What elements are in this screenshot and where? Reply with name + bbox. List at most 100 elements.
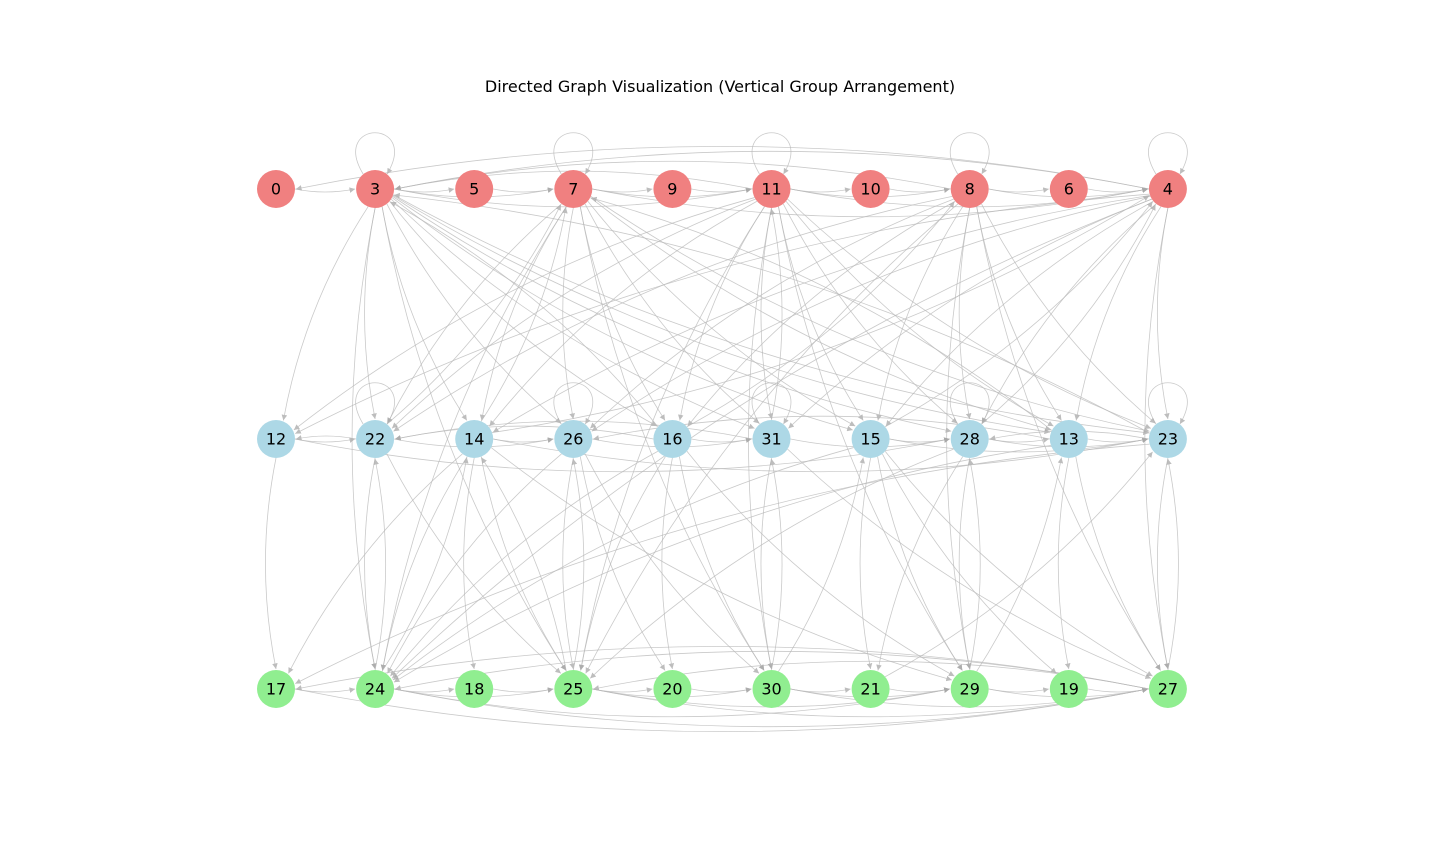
edge-7-to-16 [579,206,666,421]
node-13-label: 13 [1059,430,1079,449]
node-17: 17 [257,670,295,708]
node-0-label: 0 [271,180,281,199]
node-21-label: 21 [860,680,880,699]
node-16-circle [653,420,692,458]
node-28-label: 28 [960,430,980,449]
edge-3-to-13 [392,195,1051,435]
node-23-circle [1148,420,1187,458]
edge-13-to-24 [393,445,1051,683]
edge-13-to-7 [591,196,1053,431]
edge-4-to-24 [391,198,1152,679]
edge-15-to-23 [889,437,1148,453]
node-31-label: 31 [761,430,781,449]
edge-7-to-15 [587,200,856,427]
node-26-label: 26 [563,430,583,449]
edge-12-to-17 [265,457,278,670]
node-25: 25 [554,670,593,708]
node-17-label: 17 [266,680,286,699]
node-7-label: 7 [568,180,578,199]
edge-7-to-26 [562,207,575,420]
node-10-circle [851,170,890,208]
edge-8-to-6 [988,187,1049,193]
node-26: 26 [554,420,593,458]
edge-27-to-23 [1166,458,1179,671]
edge-4-to-23 [1156,207,1170,420]
node-3: 3 [356,170,395,208]
edge-8-to-13 [976,206,1062,421]
node-10: 10 [851,170,890,208]
edge-11-to-11 [751,132,792,175]
edge-14-to-25 [480,456,567,671]
node-9-circle [653,170,692,208]
edge-15-to-21 [859,457,873,670]
edge-16-to-24 [390,450,659,677]
edge-4-to-3 [395,150,1149,191]
edge-11-to-15 [778,206,864,421]
edge-11-to-23 [787,198,1152,429]
node-30-label: 30 [761,680,781,699]
edge-11-to-16 [678,206,765,421]
edge-27-to-17 [295,645,1149,691]
node-22-circle [356,420,395,458]
node-12-label: 12 [266,430,286,449]
node-16: 16 [653,420,692,458]
edge-4-to-12 [295,193,1150,434]
edge-3-to-3 [355,132,395,175]
node-16-label: 16 [662,430,682,449]
edge-8-to-25 [585,203,959,674]
node-30: 30 [752,670,791,708]
edge-14-to-4 [492,195,1150,433]
edge-15-to-27 [884,450,1153,677]
node-19-circle [1049,670,1088,708]
node-25-label: 25 [563,680,583,699]
node-6-circle [1049,170,1088,208]
edge-22-to-22 [355,382,395,425]
edge-30-to-15 [778,457,865,672]
edge-4-to-14 [492,195,1151,433]
edge-25-to-14 [481,457,567,672]
edge-8-to-26 [589,198,954,429]
edge-16-to-31 [691,437,752,443]
node-20: 20 [653,670,692,708]
edge-3-to-28 [392,196,952,433]
edge-16-to-20 [661,457,675,670]
node-29: 29 [950,670,989,708]
node-5-label: 5 [469,180,479,199]
node-14: 14 [455,420,494,458]
edge-15-to-4 [884,201,1153,428]
node-28-circle [950,420,989,458]
node-13: 13 [1049,420,1088,458]
edge-16-to-8 [686,201,955,428]
node-23-label: 23 [1158,430,1178,449]
node-24: 24 [356,670,395,708]
node-7: 7 [554,170,593,208]
node-13-circle [1049,420,1088,458]
node-21-circle [851,670,890,708]
edge-7-to-22 [387,203,562,424]
node-15-circle [851,420,890,458]
edge-3-to-26 [386,203,562,424]
node-19-label: 19 [1059,680,1079,699]
edge-8-to-23 [981,203,1156,424]
edge-11-to-12 [293,197,755,431]
node-24-circle [356,670,395,708]
edge-8-to-28 [958,207,972,420]
node-30-circle [752,670,791,708]
node-12-circle [257,420,295,458]
node-11-circle [752,170,791,208]
edge-26-to-25 [562,457,575,670]
edge-31-to-30 [760,457,774,670]
edge-4-to-31 [788,198,1152,429]
edge-3-to-12 [281,206,369,421]
edge-14-to-24 [380,456,468,671]
node-14-label: 14 [464,430,484,449]
node-18-label: 18 [464,680,484,699]
edge-15-to-19 [882,453,1057,674]
edge-3-to-22 [364,207,377,420]
edge-3-to-5 [394,187,455,193]
edge-11-to-22 [391,198,756,429]
edge-24-to-14 [381,457,469,672]
node-10-label: 10 [860,180,880,199]
node-4: 4 [1148,170,1187,208]
